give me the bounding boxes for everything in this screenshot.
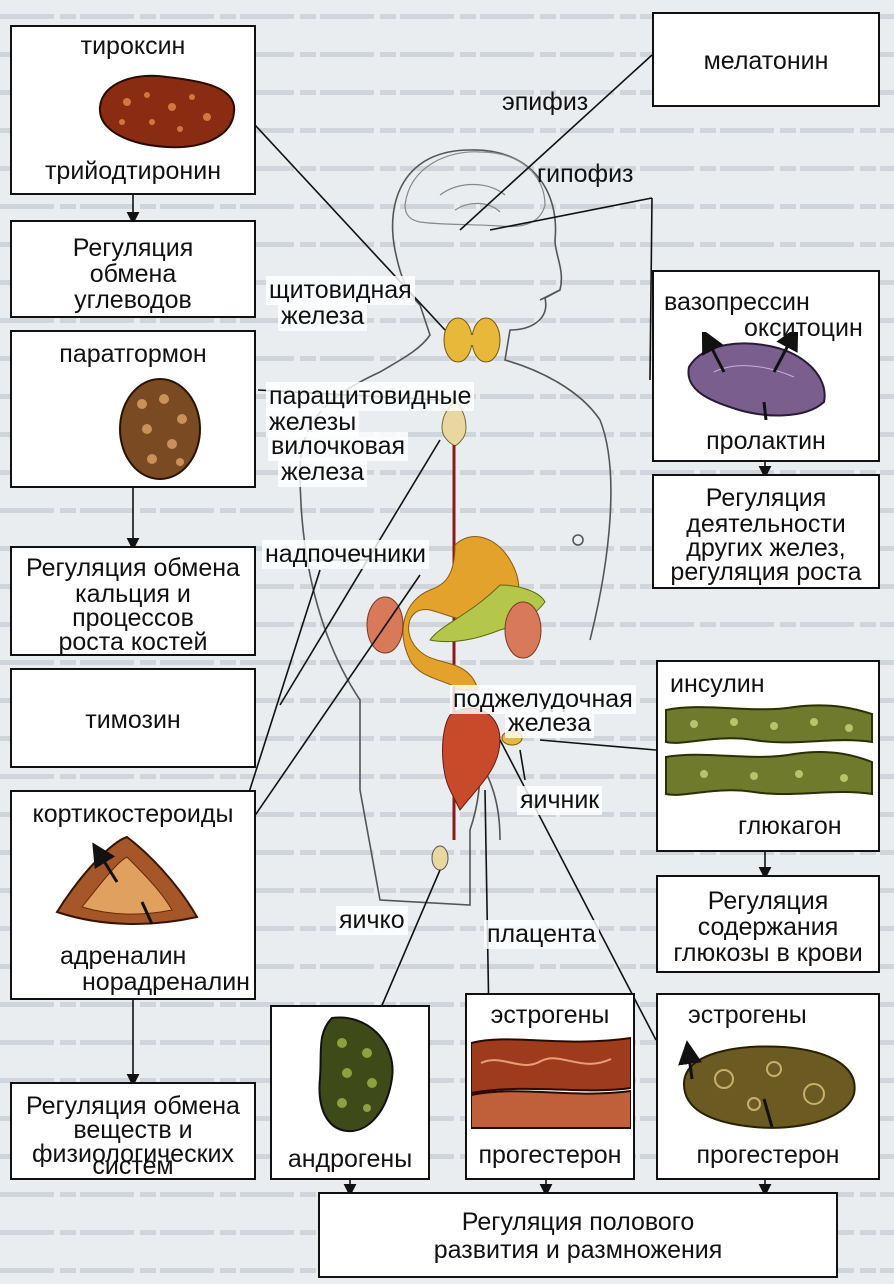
metabolism-regulation-box: Регуляция обмена веществ и физиологическ… — [10, 1082, 256, 1180]
glucose-line-1: Регуляция — [658, 887, 878, 916]
pituitary-hormones-box: вазопрессин окситоцин пролактин — [652, 270, 880, 462]
thyroxine-label: тироксин — [12, 32, 254, 61]
triiodothyronine-label: трийодтиронин — [12, 157, 254, 186]
thymosin-label: тимозин — [12, 706, 254, 735]
glucose-line-3: глюкозы в крови — [658, 939, 878, 968]
testis-label: яичко — [336, 906, 408, 935]
other-line-1: Регуляция — [654, 484, 878, 513]
placenta-tissue-image — [471, 1033, 631, 1133]
insulin-label: инсулин — [670, 670, 765, 699]
testis-hormones-box: андрогены — [270, 1005, 430, 1180]
placenta-progesterone-label: прогестерон — [467, 1141, 633, 1170]
ovary-estrogens-label: эстрогены — [688, 1001, 807, 1030]
pancreas-label-2: железа — [505, 709, 594, 738]
noradrenaline-label: норадреналин — [82, 968, 250, 997]
vasopressin-label: вазопрессин — [664, 288, 810, 317]
thymosin-box: тимозин — [10, 668, 256, 768]
prolactin-label: пролактин — [654, 427, 878, 456]
ovary-label: яичник — [517, 786, 602, 815]
melatonin-box: мелатонин — [652, 12, 880, 107]
corticosteroids-label: кортикостероиды — [12, 800, 254, 829]
testis-tissue-image — [312, 1013, 402, 1138]
melatonin-label: мелатонин — [654, 47, 878, 76]
glucose-regulation-box: Регуляция содержания глюкозы в крови — [656, 875, 880, 973]
calcium-regulation-box: Регуляция обмена кальция и процессов рос… — [10, 546, 256, 656]
hypophysis-label: гипофиз — [537, 160, 634, 189]
parathyroid-label-1: паращитовидные — [266, 382, 474, 411]
carb-line-3: углеводов — [12, 286, 254, 315]
glucose-line-2: содержания — [658, 913, 878, 942]
adrenal-hormones-box: кортикостероиды адреналин норадреналин — [10, 790, 256, 1000]
carb-line-2: обмена — [12, 260, 254, 289]
reproduction-regulation-box: Регуляция полового развития и размножени… — [318, 1192, 838, 1278]
androgens-label: андрогены — [272, 1145, 428, 1174]
thymus-gland-label-1: вилочковая — [268, 432, 408, 461]
adrenal-glands-label: надпочечники — [262, 540, 429, 569]
calcium-line-4: роста костей — [12, 628, 254, 657]
placenta-label: плацента — [484, 920, 599, 949]
adrenaline-label: адреналин — [60, 942, 186, 971]
thymus-gland-label-2: железа — [278, 458, 367, 487]
adrenal-tissue-image — [52, 832, 202, 932]
carbohydrate-regulation-box: Регуляция обмена углеводов — [10, 220, 256, 318]
thyroid-tissue-image — [92, 67, 242, 152]
pituitary-tissue-image — [684, 332, 834, 422]
thyroid-hormones-box: тироксин трийодтиронин — [10, 25, 256, 195]
thyroid-gland-label-2: железа — [278, 302, 367, 331]
epiphysis-label: эпифиз — [502, 88, 588, 117]
parathormone-label: паратгормон — [12, 340, 254, 369]
calcium-line-1: Регуляция обмена — [12, 554, 254, 583]
ovary-hormones-box: эстрогены прогестерон — [656, 993, 880, 1180]
parathyroid-box: паратгормон — [10, 330, 256, 488]
pancreas-hormones-box: инсулин глюкагон — [656, 660, 880, 852]
metab-line-4: систем — [12, 1152, 254, 1181]
glucagon-label: глюкагон — [738, 812, 842, 841]
repro-line-2: развития и размножения — [320, 1236, 836, 1265]
thyroid-gland-label-1: щитовидная — [266, 276, 415, 305]
ovary-tissue-image — [674, 1039, 864, 1134]
other-line-4: регуляция роста — [654, 558, 878, 587]
parathyroid-tissue-image — [112, 374, 212, 484]
carb-line-1: Регуляция — [12, 234, 254, 263]
repro-line-1: Регуляция полового — [320, 1208, 836, 1237]
right-kidney — [505, 602, 541, 658]
other-glands-regulation-box: Регуляция деятельности других желез, рег… — [652, 474, 880, 589]
placenta-estrogens-label: эстрогены — [467, 1001, 633, 1030]
ovary-progesterone-label: прогестерон — [658, 1141, 878, 1170]
placenta-hormones-box: эстрогены прогестерон — [465, 993, 635, 1180]
pancreas-tissue-image — [664, 702, 874, 802]
